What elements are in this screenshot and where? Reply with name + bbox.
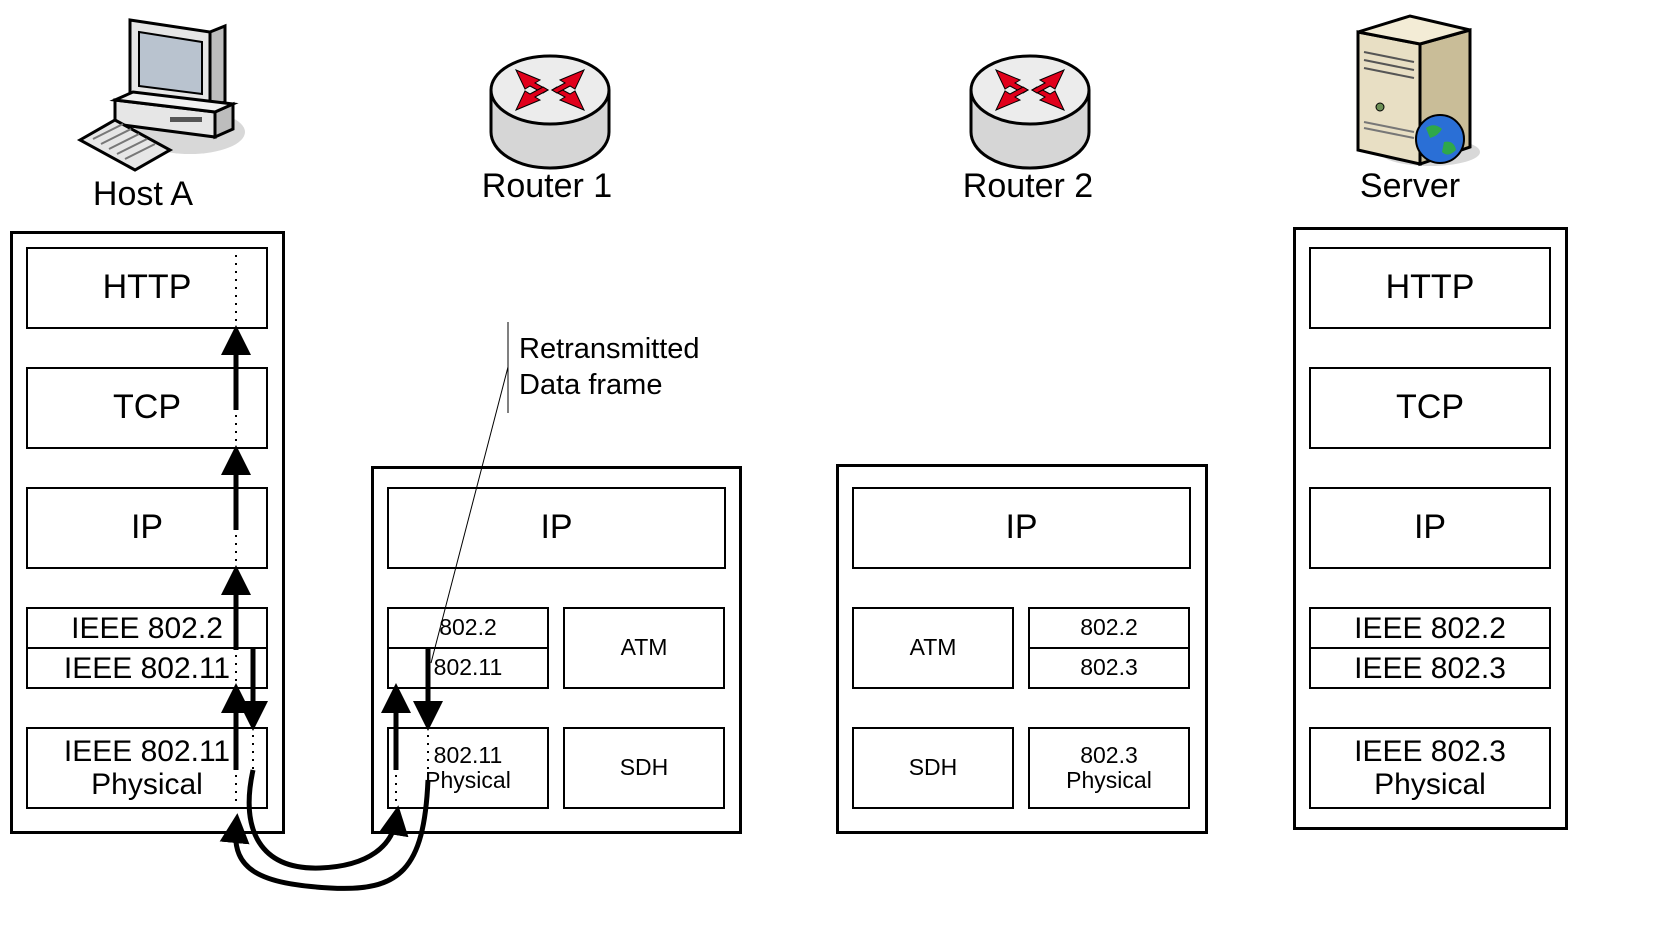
host-a-ip-layer: IP bbox=[26, 487, 268, 569]
desktop-computer-icon bbox=[75, 12, 250, 172]
router-2-label: Router 2 bbox=[962, 167, 1094, 205]
router-2-ip-layer: IP bbox=[852, 487, 1191, 569]
router-2-atm-layer: ATM bbox=[852, 607, 1014, 689]
web-server-icon bbox=[1350, 2, 1485, 172]
server-llc-layer: IEEE 802.2 bbox=[1309, 607, 1551, 649]
host-a-label: Host A bbox=[92, 175, 194, 213]
router-2-physical-line2: Physical bbox=[1066, 767, 1152, 793]
host-a-tcp-layer: TCP bbox=[26, 367, 268, 449]
router-1-atm-layer: ATM bbox=[563, 607, 725, 689]
host-a-physical-layer: IEEE 802.11 Physical bbox=[26, 727, 268, 809]
callout-leader bbox=[430, 366, 509, 664]
server-tcp-layer: TCP bbox=[1309, 367, 1551, 449]
server-physical-layer: IEEE 802.3 Physical bbox=[1309, 727, 1551, 809]
callout-line2: Data frame bbox=[519, 369, 663, 401]
server-physical-line1: IEEE 802.3 bbox=[1354, 735, 1506, 768]
router-1-icon bbox=[488, 52, 613, 172]
router-2-icon bbox=[968, 52, 1093, 172]
router-1-physical-layer: 802.11 Physical bbox=[387, 727, 549, 809]
router-1-mac-layer: 802.11 bbox=[387, 647, 549, 689]
host-a-mac-layer: IEEE 802.11 bbox=[26, 647, 268, 689]
host-a-physical-line1: IEEE 802.11 bbox=[63, 735, 231, 768]
host-a-physical-line2: Physical bbox=[91, 768, 203, 801]
router-1-ip-layer: IP bbox=[387, 487, 726, 569]
router-1-physical-line1: 802.11 bbox=[433, 741, 503, 768]
router-2-mac-layer: 802.3 bbox=[1028, 647, 1190, 689]
host-a-http-layer: HTTP bbox=[26, 247, 268, 329]
link-host-to-router bbox=[246, 769, 409, 871]
server-physical-line2: Physical bbox=[1374, 768, 1486, 801]
router-2-physical-layer: 802.3 Physical bbox=[1028, 727, 1190, 809]
router-2-physical-line1: 802.3 bbox=[1080, 741, 1138, 768]
callout-line1: Retransmitted bbox=[519, 333, 700, 365]
router-1-sdh-layer: SDH bbox=[563, 727, 725, 809]
router-1-physical-line2: Physical bbox=[425, 767, 511, 793]
server-mac-layer: IEEE 802.3 bbox=[1309, 647, 1551, 689]
router-1-llc-layer: 802.2 bbox=[387, 607, 549, 649]
server-http-layer: HTTP bbox=[1309, 247, 1551, 329]
server-ip-layer: IP bbox=[1309, 487, 1551, 569]
router-1-label: Router 1 bbox=[481, 167, 613, 205]
router-2-sdh-layer: SDH bbox=[852, 727, 1014, 809]
retransmitted-frame-callout: Retransmitted Data frame bbox=[519, 331, 700, 403]
link-router-to-host bbox=[219, 779, 431, 891]
server-label: Server bbox=[1359, 167, 1461, 205]
